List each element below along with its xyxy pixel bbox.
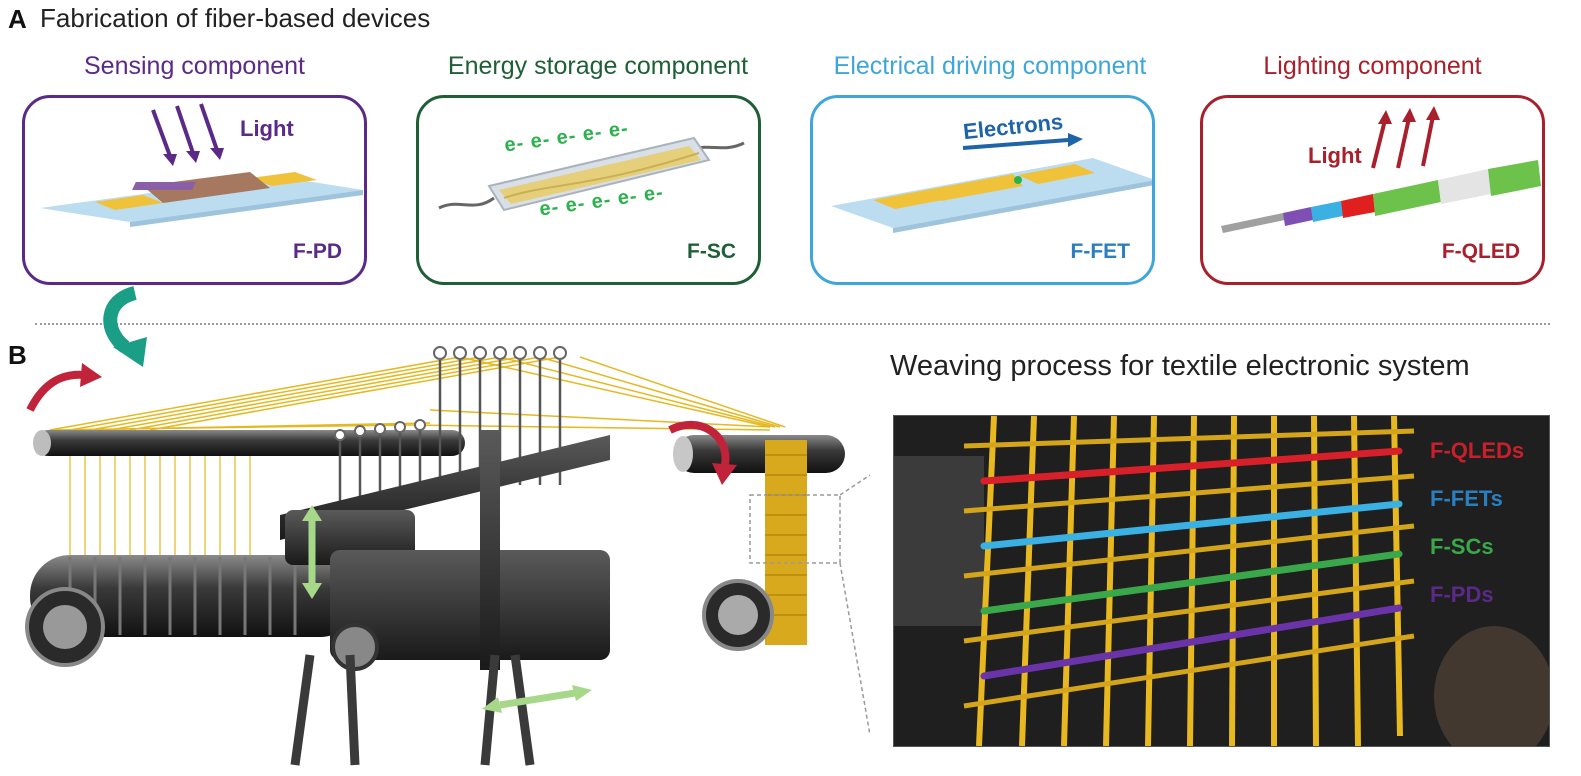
- transistor-card: Electrons F-FET: [810, 95, 1155, 285]
- panel-b-letter: B: [8, 340, 27, 370]
- panel-a-title: Fabrication of fiber-based devices: [40, 3, 431, 33]
- light-label: Light: [240, 116, 294, 141]
- f-sc-label: F-SC: [687, 240, 736, 263]
- electrical-driving-component-title: Electrical driving component: [833, 52, 1147, 80]
- f-scs-label: F-SCs: [1430, 534, 1494, 559]
- panel-a-letter: A: [8, 4, 27, 34]
- f-qleds-label: F-QLEDs: [1430, 438, 1525, 463]
- f-fet-label: F-FET: [1070, 240, 1130, 263]
- qled-illustration: [1221, 106, 1541, 233]
- photodetector-card: Light F-PD: [22, 95, 367, 285]
- supercapacitor-illustration: [438, 136, 745, 212]
- sensing-component-title: Sensing component: [84, 52, 305, 80]
- loom-illustration: [25, 346, 870, 766]
- f-qled-label: F-QLED: [1441, 240, 1520, 263]
- light-emission-label: Light: [1308, 143, 1362, 168]
- panel-divider: [35, 323, 1550, 325]
- photodetector-illustration: [40, 103, 363, 227]
- f-pd-label: F-PD: [293, 240, 342, 263]
- supercapacitor-card: e- e- e- e- e- e- e- e- e- e- F-SC: [416, 95, 761, 285]
- fabric-zoom-panel: [893, 415, 1550, 747]
- woven-fabric-illustration: [894, 416, 1549, 746]
- qled-card: Light F-QLED: [1200, 95, 1545, 285]
- f-fets-label: F-FETs: [1430, 486, 1503, 511]
- panel-b-title: Weaving process for textile electronic s…: [890, 350, 1470, 382]
- curved-arrow-icon: [103, 286, 147, 367]
- transistor-illustration: [831, 133, 1152, 233]
- f-pds-label: F-PDs: [1430, 582, 1494, 607]
- lighting-component-title: Lighting component: [1263, 52, 1482, 80]
- energy-storage-component-title: Energy storage component: [447, 52, 749, 80]
